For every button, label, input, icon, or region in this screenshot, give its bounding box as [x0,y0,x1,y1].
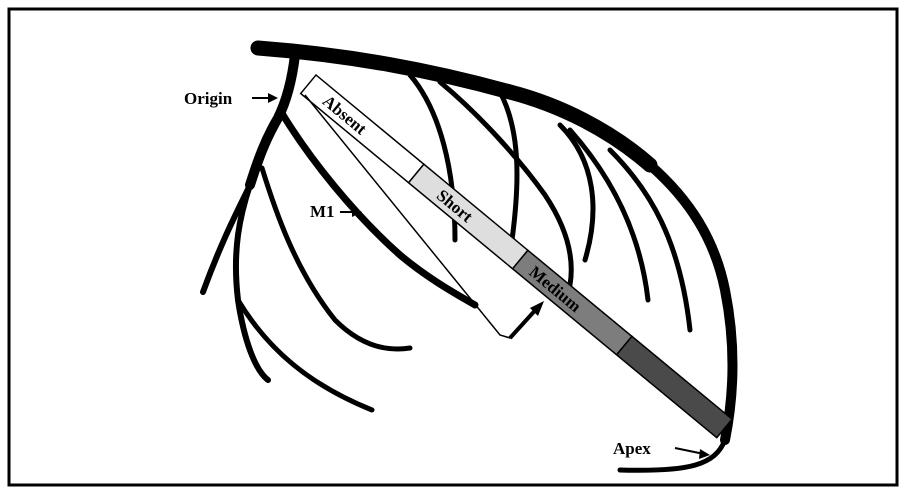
origin-label: Origin [184,89,233,108]
m1-label: M1 [310,202,335,221]
apex-label: Apex [613,439,651,458]
